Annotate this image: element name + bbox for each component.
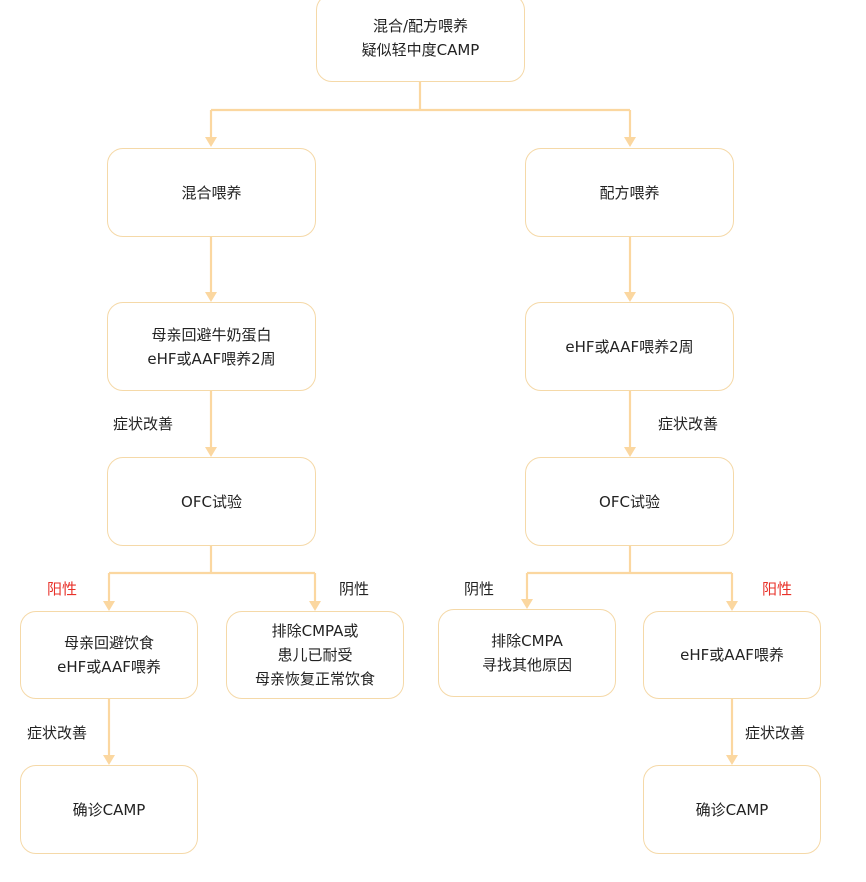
exclude-cmpa-other-cause-node: 排除CMPA 寻找其他原因 [438,609,616,697]
ehf-aaf-feeding-node: eHF或AAF喂养 [643,611,821,699]
mother-avoid-diet-text: 母亲回避饮食 eHF或AAF喂养 [57,634,161,676]
mixed-avoidance-text: 母亲回避牛奶蛋白 eHF或AAF喂养2周 [147,325,276,368]
improve-label-right: 症状改善 [658,415,719,433]
positive-label-right: 阳性 [762,580,793,598]
formula-ehf-node: eHF或AAF喂养2周 [525,302,734,391]
positive-label-left: 阳性 [47,580,78,598]
formula-feeding-node: 配方喂养 [525,148,734,237]
diagnosis-right-text: 确诊CAMP [695,800,769,819]
diagnosis-left-node: 确诊CAMP [20,765,198,854]
root-text: 混合/配方喂养 疑似轻中度CAMP [361,17,480,59]
mother-avoid-diet-node: 母亲回避饮食 eHF或AAF喂养 [20,611,198,699]
improve-label-bottom-right: 症状改善 [745,724,806,742]
improve-label-left: 症状改善 [113,415,174,433]
exclude-cmpa-tolerant-node: 排除CMPA或 患儿已耐受 母亲恢复正常饮食 [226,611,404,699]
negative-label-right: 阴性 [464,580,495,598]
ofc-left-node: OFC试验 [107,457,316,546]
exclude-cmpa-other-cause-text: 排除CMPA 寻找其他原因 [481,632,572,674]
mixed-avoidance-node: 母亲回避牛奶蛋白 eHF或AAF喂养2周 [107,302,316,391]
exclude-cmpa-tolerant-text: 排除CMPA或 患儿已耐受 母亲恢复正常饮食 [254,622,375,688]
negative-label-left: 阴性 [339,580,370,598]
diagnosis-left-text: 确诊CAMP [72,800,146,819]
mixed-feeding-text: 混合喂养 [181,183,242,202]
root-node: 混合/配方喂养 疑似轻中度CAMP [316,0,525,82]
formula-feeding-text: 配方喂养 [599,183,660,202]
diagnosis-right-node: 确诊CAMP [643,765,821,854]
ofc-right-node: OFC试验 [525,457,734,546]
mixed-feeding-node: 混合喂养 [107,148,316,237]
ehf-aaf-feeding-text: eHF或AAF喂养 [680,646,784,664]
formula-ehf-text: eHF或AAF喂养2周 [565,337,694,356]
ofc-right-text: OFC试验 [599,492,660,511]
improve-label-bottom-left: 症状改善 [27,724,88,742]
ofc-left-text: OFC试验 [181,492,242,511]
